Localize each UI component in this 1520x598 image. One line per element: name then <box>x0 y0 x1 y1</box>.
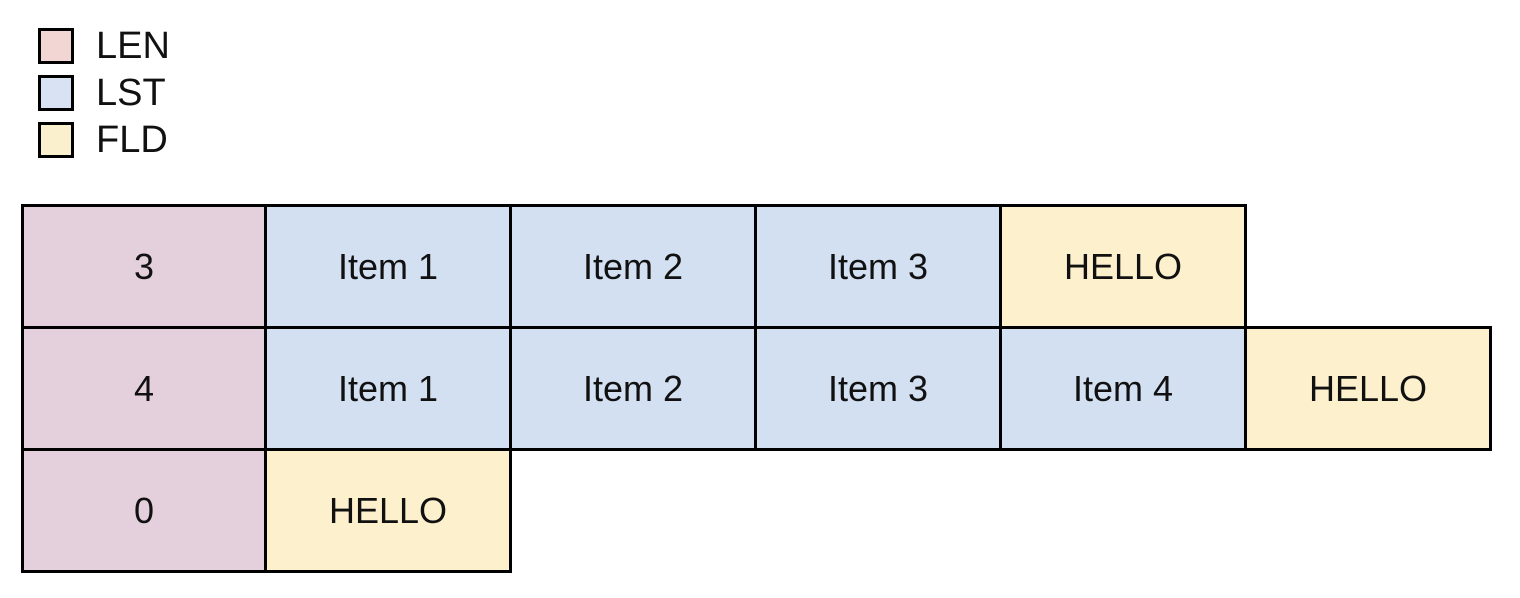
cell-len-r2-c0: 0 <box>21 448 267 573</box>
cell-lst-r0-c3: Item 3 <box>754 204 1002 329</box>
cell-lst-r1-c1: Item 1 <box>264 326 512 451</box>
legend-label-fld: FLD <box>96 118 168 161</box>
legend-label-len: LEN <box>96 24 170 67</box>
legend-swatch-len-icon <box>38 27 74 64</box>
cell-lst-r1-c3: Item 3 <box>754 326 1002 451</box>
legend-swatch-lst-icon <box>38 74 74 111</box>
cell-fld-r0-c4: HELLO <box>999 204 1247 329</box>
legend-swatch-fld-icon <box>38 121 74 158</box>
cell-len-r1-c0: 4 <box>21 326 267 451</box>
cell-lst-r1-c4: Item 4 <box>999 326 1247 451</box>
cell-fld-r1-c5: HELLO <box>1244 326 1492 451</box>
cell-lst-r0-c1: Item 1 <box>264 204 512 329</box>
cell-len-r0-c0: 3 <box>21 204 267 329</box>
legend-item-lst: LST <box>38 69 458 116</box>
cell-lst-r0-c2: Item 2 <box>509 204 757 329</box>
cell-lst-r1-c2: Item 2 <box>509 326 757 451</box>
legend-item-fld: FLD <box>38 116 458 163</box>
legend: LEN LST FLD <box>38 22 458 163</box>
legend-item-len: LEN <box>38 22 458 69</box>
cell-fld-r2-c1: HELLO <box>264 448 512 573</box>
legend-label-lst: LST <box>96 71 166 114</box>
